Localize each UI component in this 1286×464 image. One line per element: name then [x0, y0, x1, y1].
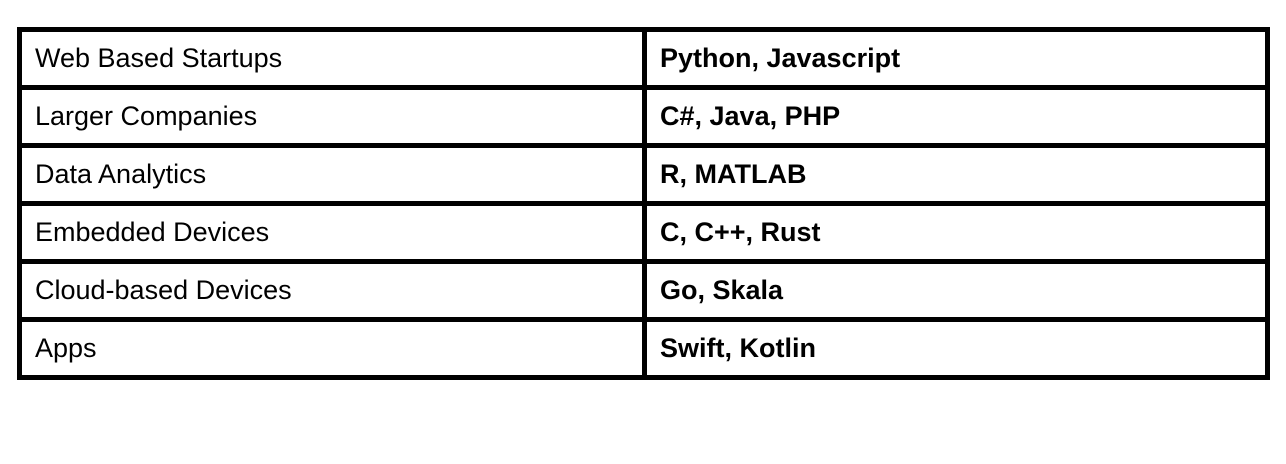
table-row: Embedded Devices C, C++, Rust: [17, 201, 1270, 264]
domain-cell: Larger Companies: [17, 85, 647, 148]
languages-cell: Swift, Kotlin: [642, 317, 1270, 380]
table-row: Larger Companies C#, Java, PHP: [17, 85, 1270, 148]
table-row: Apps Swift, Kotlin: [17, 317, 1270, 380]
language-table-container: Web Based Startups Python, Javascript La…: [17, 27, 1270, 380]
domain-cell: Web Based Startups: [17, 27, 647, 90]
domain-cell: Embedded Devices: [17, 201, 647, 264]
domain-cell: Data Analytics: [17, 143, 647, 206]
domain-cell: Apps: [17, 317, 647, 380]
table-row: Web Based Startups Python, Javascript: [17, 27, 1270, 90]
language-table: Web Based Startups Python, Javascript La…: [17, 27, 1270, 380]
languages-cell: Python, Javascript: [642, 27, 1270, 90]
table-row: Cloud-based Devices Go, Skala: [17, 259, 1270, 322]
languages-cell: C, C++, Rust: [642, 201, 1270, 264]
table-row: Data Analytics R, MATLAB: [17, 143, 1270, 206]
languages-cell: Go, Skala: [642, 259, 1270, 322]
languages-cell: R, MATLAB: [642, 143, 1270, 206]
languages-cell: C#, Java, PHP: [642, 85, 1270, 148]
domain-cell: Cloud-based Devices: [17, 259, 647, 322]
